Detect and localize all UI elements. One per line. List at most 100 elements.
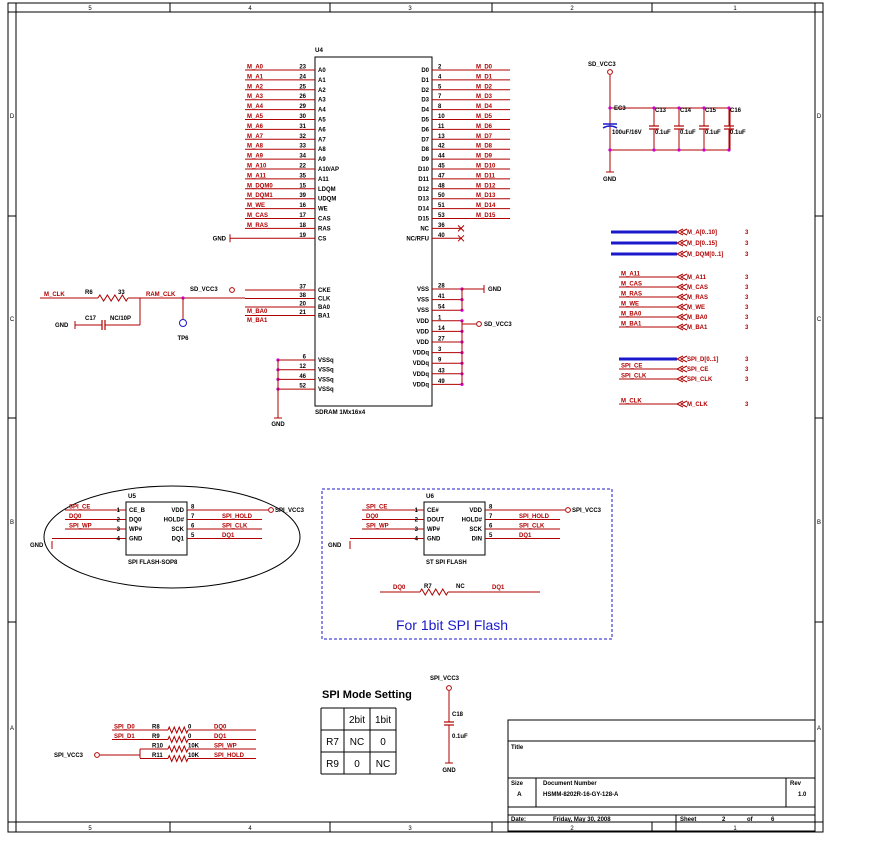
gnd-label: GND (328, 543, 342, 549)
pin-number: 18 (299, 223, 306, 229)
pin-number: 17 (299, 213, 306, 219)
value-label: 0.1uF (730, 130, 746, 136)
net-label: DQ0 (69, 514, 82, 520)
pin-name: WE (318, 207, 328, 213)
net-label: M_D5 (476, 114, 493, 120)
pin-name: D4 (421, 108, 429, 114)
pin-name: VDD (171, 508, 184, 514)
net-label: DQ0 (366, 514, 379, 520)
net-label: SPI_WP (366, 524, 389, 530)
port-name: SPI_CLK (687, 377, 713, 383)
pin-name: VSSq (318, 358, 334, 364)
net-label: SPI_D0 (114, 725, 135, 731)
r6-resistor (97, 294, 129, 302)
pin-number: 6 (191, 524, 195, 530)
sheet-border (7, 2, 824, 833)
port-arrow (675, 375, 688, 383)
pin-name: WP# (427, 527, 441, 533)
net-label: M_BA1 (621, 322, 642, 328)
net-label: SPI_CE (621, 364, 642, 370)
port-name: M_RAS (687, 295, 708, 301)
column-marker: 1 (733, 826, 737, 832)
pin-number: 45 (438, 164, 445, 170)
value-label: 0.1uF (655, 130, 671, 136)
pin-number: 10 (438, 114, 445, 120)
junction-dot (677, 106, 681, 110)
pin-name: D2 (421, 88, 429, 94)
net-label: SPI_WP (214, 744, 237, 750)
port-name: M_A[0..10] (687, 230, 717, 236)
pin-name: BA0 (318, 305, 331, 311)
junction-dot (702, 148, 706, 152)
net-label: M_D8 (476, 144, 493, 150)
net-label: RAM_CLK (146, 292, 176, 298)
value-label: NC/10P (110, 316, 131, 322)
pin-name: A3 (318, 98, 326, 104)
pin-number: 4 (438, 74, 442, 80)
pin-number: 6 (489, 524, 493, 530)
ref-label: C17 (85, 316, 97, 322)
net-label: M_D9 (476, 154, 493, 160)
ref-label: R10 (152, 744, 164, 750)
pin-number: 40 (438, 233, 445, 239)
pin-number: 43 (438, 368, 445, 374)
table-cell: R9 (326, 759, 339, 770)
pin-number: 5 (438, 84, 442, 90)
pin-number: 3 (117, 527, 121, 533)
pin-name: VDDq (413, 351, 430, 357)
net-label: SPI_CLK (222, 524, 248, 530)
junction-dot (460, 382, 464, 386)
nc-mark (457, 234, 465, 242)
ref-label: EC3 (614, 106, 626, 112)
sheet-ref: 3 (745, 275, 749, 281)
junction-dot (460, 319, 464, 323)
pin-number: 28 (438, 284, 445, 290)
pin-name: HOLD# (462, 518, 483, 524)
net-label: M_A8 (247, 144, 264, 150)
net-label: SPI_HOLD (222, 514, 253, 520)
value-label: 10K (188, 753, 200, 759)
pin-name: D3 (421, 98, 429, 104)
net-label: SPI_WP (69, 524, 92, 530)
pin-name: CE_B (129, 508, 146, 514)
pin-number: 4 (117, 537, 121, 543)
pin-name: VDD (416, 329, 429, 335)
net-label: M_A3 (247, 94, 264, 100)
pin-number: 49 (438, 379, 445, 385)
sheet-ref: 3 (745, 241, 749, 247)
pin-name: D15 (418, 217, 430, 223)
u5-ref: U5 (128, 493, 136, 500)
table-header: 1bit (375, 715, 391, 726)
pin-number: 53 (438, 213, 445, 219)
column-marker: 1 (733, 6, 737, 12)
pin-name: CKE (318, 288, 331, 294)
row-marker: D (817, 114, 822, 120)
pin-name: D6 (421, 127, 429, 133)
pin-name: A7 (318, 137, 326, 143)
pin-number: 2 (117, 518, 121, 524)
gnd-label: GND (213, 236, 227, 242)
net-label: M_RAS (247, 223, 268, 229)
pin-name: VDD (416, 319, 429, 325)
pin-number: 1 (117, 508, 121, 514)
pin-number: 24 (299, 74, 306, 80)
net-label: M_DQM0 (247, 183, 273, 189)
pin-number: 5 (191, 533, 195, 539)
net-label: M_D0 (476, 65, 493, 71)
net-label: M_RAS (621, 292, 642, 298)
pin-name: VDDq (413, 382, 430, 388)
power-label: SPI_VCC3 (54, 753, 84, 759)
pin-name: HOLD# (164, 518, 185, 524)
gnd-label: GND (488, 287, 502, 293)
row-marker: C (10, 317, 15, 323)
net-label: M_WE (247, 203, 265, 209)
pin-name: SCK (171, 527, 184, 533)
net-label: M_D1 (476, 74, 493, 80)
value-label: NC (456, 584, 465, 590)
port-arrow (675, 400, 688, 408)
net-label: M_A9 (247, 154, 264, 160)
port-name: M_CLK (687, 402, 708, 408)
port-arrow (675, 293, 688, 301)
